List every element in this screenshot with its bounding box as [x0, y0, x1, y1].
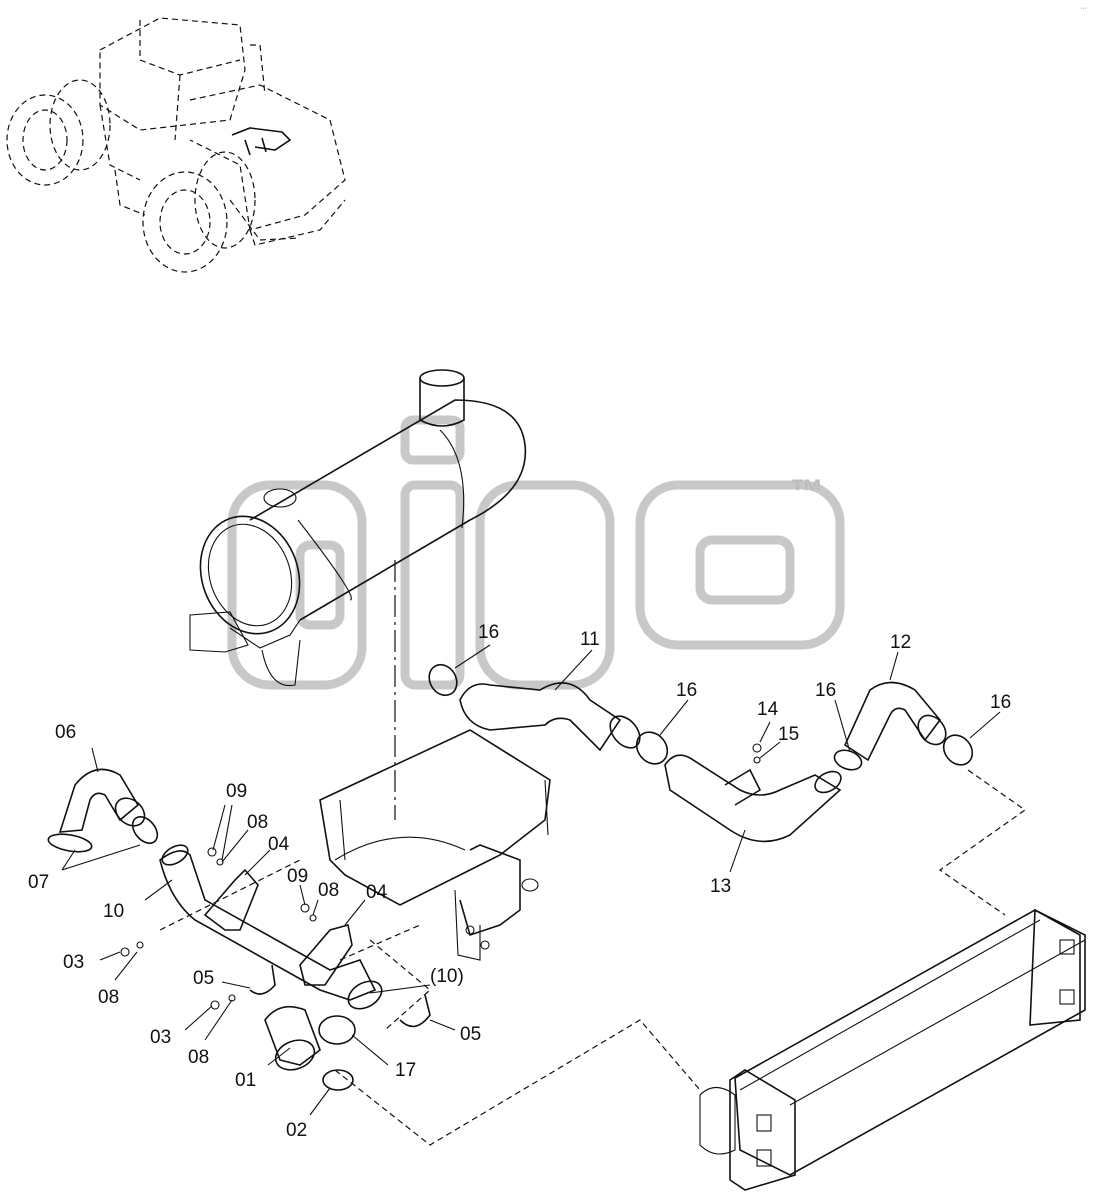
callout-08: 08	[318, 880, 339, 901]
watermark-logo: ™	[227, 415, 845, 690]
hose-06	[58, 768, 146, 833]
callout-16: 16	[676, 680, 697, 701]
corner-code: ···	[1080, 5, 1087, 12]
intercooler	[699, 908, 1086, 1191]
callout-12: 12	[890, 632, 911, 653]
callout-08: 08	[247, 812, 268, 833]
callout-17: 17	[395, 1060, 416, 1081]
hose-11	[459, 682, 641, 752]
callout-11: 11	[580, 629, 600, 650]
callout-10-ref: (10)	[430, 966, 464, 987]
support-bracket	[319, 729, 551, 961]
bolt-14-15	[752, 743, 762, 764]
callout-08: 08	[188, 1047, 209, 1068]
hose-01	[264, 1005, 321, 1071]
clamp-16-mid	[635, 731, 669, 765]
callout-14: 14	[757, 699, 779, 720]
callout-07: 07	[28, 872, 49, 893]
callout-15: 15	[778, 724, 799, 745]
callout-labels: 01 02 03 03 04 04 05 05 06 07 08 08 08 0…	[28, 622, 1011, 1141]
leader-lines	[61, 644, 1001, 1116]
clamp-02	[322, 1069, 354, 1091]
callout-09: 09	[226, 781, 247, 802]
callout-06: 06	[55, 722, 76, 743]
clamp-17	[318, 1015, 356, 1045]
ubolts-05	[249, 964, 431, 1028]
callout-05: 05	[193, 968, 214, 989]
callout-02: 02	[286, 1120, 307, 1141]
callout-04: 04	[366, 882, 388, 903]
assembly-lines	[159, 560, 1027, 1146]
pipe-10	[159, 844, 383, 1010]
callout-08: 08	[98, 987, 119, 1008]
callout-16: 16	[990, 692, 1011, 713]
pipe-13	[664, 754, 842, 843]
callout-04: 04	[268, 834, 290, 855]
callout-13: 13	[710, 876, 731, 897]
callout-16: 16	[815, 680, 836, 701]
hose-12	[843, 681, 947, 762]
callout-03: 03	[150, 1027, 171, 1048]
callout-05: 05	[460, 1024, 481, 1045]
callout-09: 09	[287, 866, 308, 887]
callout-10: 10	[103, 901, 124, 922]
brackets-04	[203, 868, 353, 986]
clamp-07	[47, 816, 159, 853]
callout-03: 03	[63, 952, 84, 973]
machine-overview	[6, 17, 346, 273]
clamp-16-right	[833, 734, 974, 771]
watermark-trademark: ™	[790, 473, 824, 511]
callout-01: 01	[235, 1070, 256, 1091]
clamp-16-left	[428, 663, 458, 697]
callout-16: 16	[478, 622, 499, 643]
muffler-assembly	[189, 369, 527, 687]
